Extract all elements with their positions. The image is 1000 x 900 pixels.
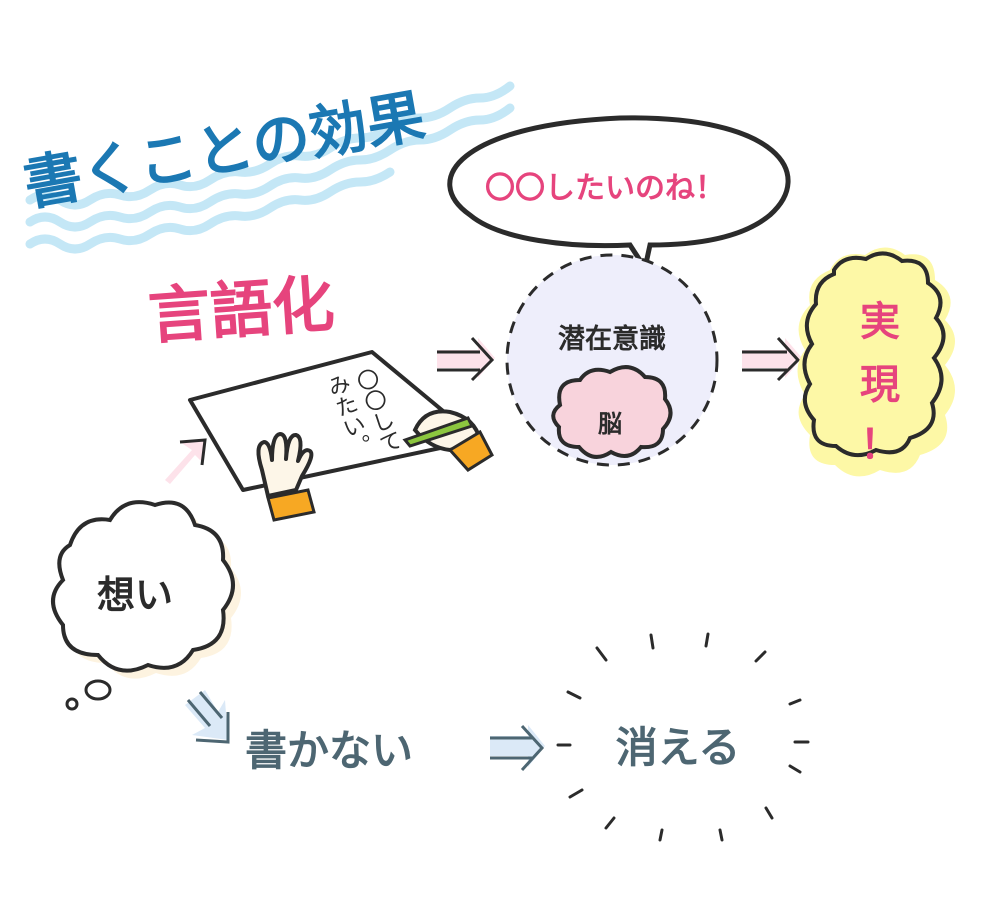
- brain-label: 脳: [598, 410, 622, 438]
- disappear-label: 消える: [616, 723, 741, 772]
- thought-label: 想い: [97, 573, 173, 617]
- realize-label-2: 現: [860, 362, 900, 408]
- realize-cloud: 実 現 ！: [797, 247, 955, 477]
- arrow-to-disappear: [490, 724, 545, 772]
- paper-illustration: 〇〇して みたい。: [188, 350, 494, 522]
- left-hand-icon: [256, 432, 316, 522]
- disappear-burst: [556, 632, 810, 842]
- pen-icon: [402, 416, 475, 448]
- writing-hand-icon: [402, 409, 494, 472]
- thought-cloud: 想い: [51, 500, 241, 711]
- brain-cloud: 脳: [551, 365, 673, 459]
- subconscious-label: 潜在意識: [558, 323, 666, 355]
- speech-bubble: 〇〇したいのね！: [447, 115, 791, 275]
- arrow-to-verbalize: [165, 438, 207, 484]
- verbalize-label: 言語化: [146, 267, 337, 353]
- title-wave-highlight: [25, 81, 515, 254]
- arrow-to-subconscious: [437, 336, 495, 382]
- speech-bubble-text: 〇〇したいのね！: [485, 171, 725, 206]
- arrow-to-not-writing: [185, 690, 230, 744]
- realize-label-1: 実: [860, 299, 900, 345]
- arrow-to-realize: [742, 336, 802, 382]
- realize-label-3: ！: [860, 422, 900, 468]
- not-writing-label: 書かない: [245, 726, 413, 775]
